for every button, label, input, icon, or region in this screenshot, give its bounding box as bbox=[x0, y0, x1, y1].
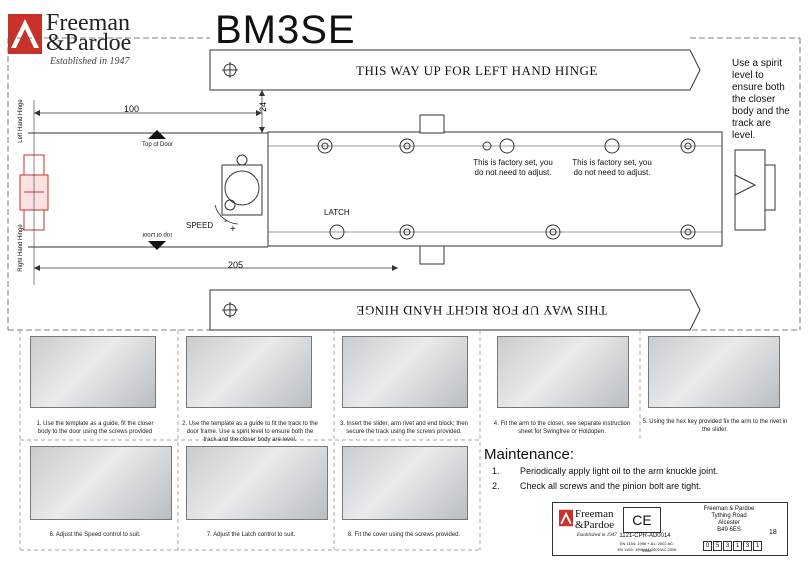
cert-code: 1121-CPR-AD0014 bbox=[619, 533, 671, 539]
step-4-photo bbox=[497, 336, 629, 408]
template-drawing bbox=[7, 37, 801, 331]
left-hinge-band-label: THIS WAY UP FOR LEFT HAND HINGE bbox=[356, 63, 598, 78]
step-7-caption: 7. Adjust the Latch control to suit. bbox=[206, 532, 296, 538]
code-box: 1 bbox=[753, 541, 762, 551]
maintenance-item-2-text: Check all screws and the pinion bolt are… bbox=[520, 481, 702, 491]
brand-logo: Freeman &Pardoe Established in 1947 bbox=[8, 10, 138, 68]
speed-label: SPEED bbox=[186, 221, 214, 230]
dimension-205: 205 bbox=[228, 260, 244, 270]
standard-1: EN 1154: 1996 + A1: 2002 AC: 2006 bbox=[619, 541, 675, 553]
step-1-photo bbox=[30, 336, 156, 408]
right-hinge-band-label: THIS WAY UP FOR RIGHT HAND HINGE bbox=[356, 303, 607, 318]
dimension-100: 100 bbox=[124, 104, 140, 114]
code-boxes: 0 5 3 1 3 1 bbox=[703, 541, 762, 551]
step-2-photo bbox=[186, 336, 312, 408]
maintenance-item-1-num: 1. bbox=[492, 466, 500, 476]
step-2-caption: 2. Use the template as a guide to fit th… bbox=[182, 421, 318, 443]
code-box: 3 bbox=[723, 541, 732, 551]
steps-grid bbox=[19, 330, 641, 551]
standard-2: EN 1154: 1996/A1:2002/AC:2006 bbox=[617, 547, 677, 552]
title-block: Freeman &Pardoe Established in 1947 CE 1… bbox=[552, 502, 788, 556]
maintenance-item-2-num: 2. bbox=[492, 481, 500, 491]
step-5-photo bbox=[648, 336, 780, 408]
code-box: 5 bbox=[713, 541, 722, 551]
top-of-door-label: Top of Door bbox=[142, 142, 174, 148]
address-line-1: Freeman & Pardoe bbox=[703, 506, 755, 512]
step-3-caption: 3. Insert the slider, arm rivet and end … bbox=[339, 421, 469, 435]
speed-plus: + bbox=[230, 224, 236, 235]
top-of-door-flipped-label: Top of Door bbox=[142, 231, 174, 237]
title-block-tagline: Established in 1947 bbox=[577, 533, 617, 538]
step-8-caption: 8. Fit the cover using the screws provid… bbox=[347, 532, 461, 538]
code-box: 0 bbox=[703, 541, 712, 551]
page-number: 18 bbox=[769, 529, 777, 536]
step-4-caption: 4. Fit the arm to the closer, see separa… bbox=[493, 421, 631, 435]
step-6-caption: 6. Adjust the Speed control to suit. bbox=[49, 532, 141, 538]
dimension-24: 24 bbox=[258, 101, 269, 113]
right-hand-hinge-label: Right Hand Hinge bbox=[18, 224, 24, 272]
left-hand-hinge-label: Left Hand Hinge bbox=[18, 99, 24, 143]
title-block-brand-1: Freeman bbox=[575, 508, 614, 520]
brand-name-line2: &Pardoe bbox=[46, 30, 132, 56]
title-block-logo-icon bbox=[559, 509, 573, 527]
title-block-brand-2: &Pardoe bbox=[575, 519, 615, 531]
model-title: BM3SE bbox=[215, 8, 356, 52]
maintenance-item-1-text: Periodically apply light oil to the arm … bbox=[520, 466, 719, 476]
latch-label: LATCH bbox=[324, 208, 350, 217]
maintenance-title: Maintenance: bbox=[484, 446, 575, 463]
step-7-photo bbox=[186, 446, 328, 520]
step-5-caption: 5. Using the hex key provided fix the ar… bbox=[642, 419, 788, 433]
speed-minus: - bbox=[224, 216, 228, 227]
step-3-photo bbox=[342, 336, 468, 408]
brand-tagline: Established in 1947 bbox=[50, 56, 130, 67]
step-1-caption: 1. Use the template as a guide, fit the … bbox=[36, 421, 154, 435]
step-6-photo bbox=[30, 446, 172, 520]
logo-mark-icon bbox=[8, 14, 42, 54]
brand-name-line1: Freeman bbox=[46, 10, 130, 36]
address-line-4: B49 6ES bbox=[717, 527, 741, 533]
factory-set-note-2: This is factory set, you do not need to … bbox=[572, 158, 652, 177]
address-line-2: Tything Road bbox=[711, 513, 747, 519]
code-box: 3 bbox=[743, 541, 752, 551]
ce-mark: CE bbox=[623, 507, 661, 533]
address-line-3: Alcester bbox=[718, 520, 740, 526]
spirit-level-note: Use a spirit level to ensure both the cl… bbox=[732, 58, 790, 141]
code-box: 1 bbox=[733, 541, 742, 551]
factory-set-note-1: This is factory set, you do not need to … bbox=[473, 158, 553, 177]
step-8-photo bbox=[342, 446, 468, 520]
